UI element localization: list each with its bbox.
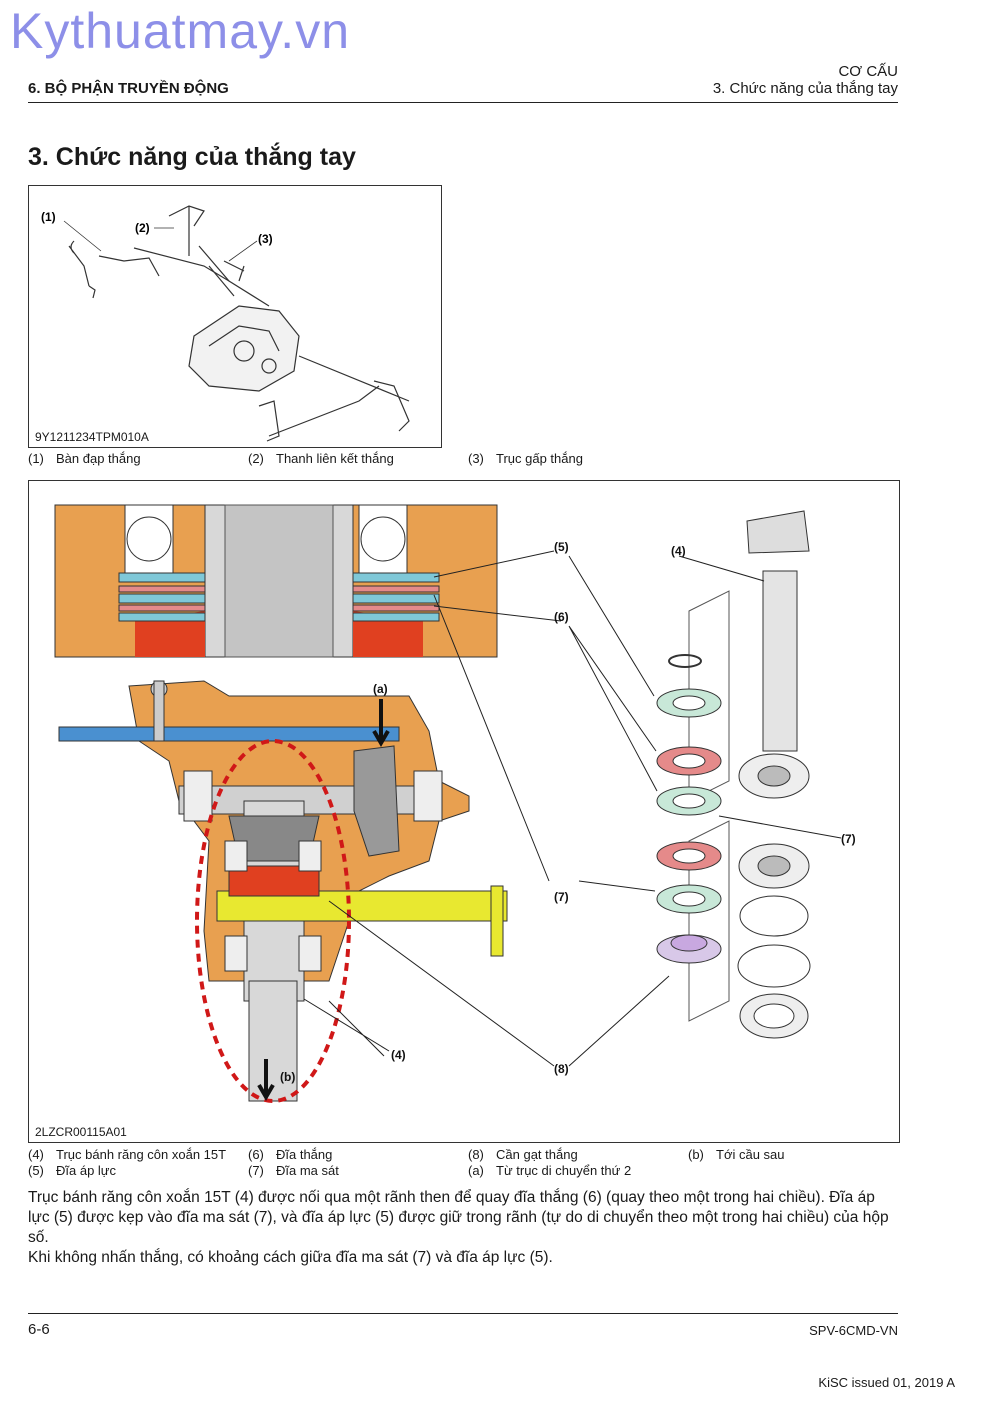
document-code: SPV-6CMD-VN [809,1323,898,1338]
fig2-callout-7-left: (7) [554,890,569,904]
chapter-header: CƠ CẤU [838,63,898,80]
fig2-callout-4-top: (4) [671,544,686,558]
brake-assembly-drawing: (5) (6) (7) (7) (4) (4) (8) (a) (b) [54,504,856,1103]
body-paragraph-1: Trục bánh răng côn xoắn 15T (4) được nối… [28,1189,889,1246]
fig2-caption-a: (a)Từ trục di chuyển thứ 2 [468,1163,632,1178]
fig1-callout-2: (2) [135,221,150,235]
figure-brake-linkage: (1) (2) (3) 9Y1211234TPM010A [28,185,442,448]
fig2-callout-8: (8) [554,1062,569,1076]
detail-inset [54,504,498,658]
fig2-caption-4: (4)Trục bánh răng côn xoắn 15T [28,1147,227,1162]
fig2-callout-7-right: (7) [841,832,856,846]
header-rule [28,102,898,103]
page-title: 3. Chức năng của thắng tay [28,143,356,171]
fig2-caption-8: (8)Cần gạt thắng [468,1147,578,1162]
fig2-callout-5: (5) [554,540,569,554]
fig1-caption-1: (1)Bàn đạp thắng [28,451,141,466]
fig2-caption-7: (7)Đĩa ma sát [248,1163,339,1178]
figure1-code: 9Y1211234TPM010A [35,430,149,444]
page-number: 6-6 [28,1321,50,1338]
fig1-caption-2: (2)Thanh liên kết thắng [248,451,394,466]
leader-lines [303,550,842,1067]
issued-note: KiSC issued 01, 2019 A [818,1375,955,1390]
figure2-code: 2LZCR00115A01 [35,1125,127,1139]
fig1-callout-1: (1) [41,210,56,224]
fig1-callout-3: (3) [258,232,273,246]
figure-brake-assembly: (5) (6) (7) (7) (4) (4) (8) (a) (b) 2LZC… [28,480,900,1143]
fig2-caption-6: (6)Đĩa thắng [248,1147,333,1162]
fig1-caption-3: (3)Trục gấp thắng [468,451,583,466]
section-header: 6. BỘ PHẬN TRUYỀN ĐỘNG [28,80,229,97]
brake-linkage-drawing: (1) (2) (3) [41,205,410,442]
footer-rule [28,1313,898,1314]
exploded-parts [656,510,811,1039]
fig2-caption-5: (5)Đĩa áp lực [28,1163,117,1178]
fig2-caption-b: (b)Tới cầu sau [688,1147,785,1162]
fig2-callout-b: (b) [280,1070,295,1084]
watermark: Kythuatmay.vn [10,3,351,59]
main-section [58,680,508,1103]
fig2-callout-6: (6) [554,610,569,624]
fig2-callout-4-bottom: (4) [391,1048,406,1062]
body-paragraph-2: Khi không nhấn thắng, có khoảng cách giữ… [28,1249,553,1266]
fig2-callout-a: (a) [373,682,388,696]
subsection-header: 3. Chức năng của thắng tay [712,80,898,97]
